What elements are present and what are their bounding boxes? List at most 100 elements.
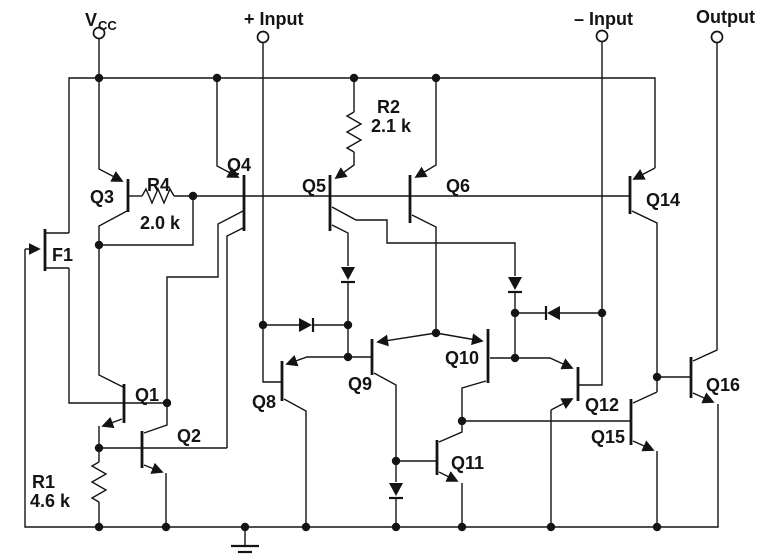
q11-collector (438, 421, 463, 443)
diode-triangle (508, 277, 522, 290)
junction-dot (510, 353, 520, 363)
diode-triangle (299, 318, 312, 332)
plus-input-label: + Input (244, 9, 304, 29)
junction-dot (510, 308, 520, 318)
q10-collector (461, 380, 487, 421)
junction-dot (94, 443, 104, 453)
q6-emitter (414, 78, 437, 178)
q14-collector (631, 210, 658, 392)
resistor-r2 (345, 78, 363, 153)
q6-label: Q6 (446, 176, 470, 196)
transistor-q5 (328, 152, 516, 276)
output-label: Output (696, 7, 755, 27)
q16-label: Q16 (706, 375, 740, 395)
q1-label: Q1 (135, 385, 159, 405)
junction-dot (652, 522, 662, 532)
q11-label: Q11 (451, 453, 484, 473)
junction-dot (343, 352, 353, 362)
junction-dot (240, 522, 250, 532)
junction-dot (258, 320, 268, 330)
q10-label: Q10 (445, 348, 479, 368)
vcc-label: V (85, 10, 97, 30)
diode-triangle (547, 306, 560, 320)
q12-emitter-2 (550, 398, 574, 411)
junction-dot (343, 320, 353, 330)
junction-dot (94, 522, 104, 532)
vcc-subscript: CC (98, 18, 117, 33)
plus-input-wire (262, 42, 281, 383)
transistor-q14 (628, 167, 658, 392)
junction-dot (457, 522, 467, 532)
junction-dots (94, 73, 662, 532)
junction-dot (431, 73, 441, 83)
q16-collector-output-wire (692, 42, 718, 362)
minus-input-label: – Input (574, 9, 633, 29)
q3-feedback-wire (99, 196, 194, 246)
q16-emitter (692, 392, 715, 404)
junction-dot (94, 240, 104, 250)
f1-label: F1 (52, 245, 73, 265)
q2-label: Q2 (177, 426, 201, 446)
q4-emitter (216, 78, 240, 178)
transistor-q6 (408, 78, 437, 333)
q5-collector-1 (331, 206, 516, 276)
q5-collector-2 (331, 224, 349, 266)
resistor-r1 (90, 448, 108, 527)
transistor-q4 (166, 78, 246, 448)
q4-label: Q4 (227, 155, 251, 175)
plus-input-terminal (256, 30, 270, 44)
r2-label: R2 (377, 97, 400, 117)
diode-plus-input (263, 318, 348, 332)
junction-dot (391, 522, 401, 532)
q8-collector (283, 398, 307, 527)
f1-source-wire (68, 268, 167, 404)
diode-q9-ground (389, 461, 403, 527)
transistor-q15 (629, 391, 658, 527)
transistor-q16 (657, 42, 718, 404)
labels: V CC + Input – Input Output Q3 R4 2.0 k … (30, 7, 755, 511)
junction-dot (162, 398, 172, 408)
q15-collector (632, 391, 658, 404)
transistor-q2 (99, 403, 227, 527)
transistor-q10 (435, 329, 515, 421)
junction-dot (597, 308, 607, 318)
diode-triangle (341, 267, 355, 280)
output-terminal (710, 30, 724, 44)
transistor-q3 (98, 78, 130, 245)
junction-dot (457, 416, 467, 426)
q2-emitter (143, 462, 164, 474)
q14-label: Q14 (646, 190, 680, 210)
junction-dot (212, 73, 222, 83)
q5-emitter (334, 152, 355, 180)
transistor-q11 (396, 421, 463, 527)
q15-emitter (632, 440, 655, 452)
q10-emitter (435, 332, 484, 346)
q15-label: Q15 (591, 427, 625, 447)
q2-collector (143, 403, 168, 434)
junction-dot (546, 522, 556, 532)
q6-collector (411, 214, 437, 333)
q9-emitter (376, 332, 437, 347)
r1-label: R1 (32, 472, 55, 492)
junction-dot (652, 372, 662, 382)
q3-label: Q3 (90, 187, 114, 207)
q5-label: Q5 (302, 176, 326, 196)
power-rails (24, 77, 719, 528)
q1-collector-wire (98, 245, 124, 388)
minus-input-wire (579, 41, 603, 386)
q8-emitter (285, 355, 348, 367)
q12-label: Q12 (585, 395, 619, 415)
r2-zigzag (345, 111, 363, 153)
terminals (92, 26, 724, 78)
diode-q5c1-down (508, 277, 522, 313)
junction-dot (94, 73, 104, 83)
q1-emitter (101, 416, 123, 429)
transistor-q9 (348, 332, 437, 461)
diode-q5c2-down (341, 267, 355, 325)
diode-triangle (389, 483, 403, 496)
minus-input-terminal (595, 29, 609, 43)
r4-label: R4 (147, 175, 170, 195)
diode-minus-input (515, 306, 602, 320)
